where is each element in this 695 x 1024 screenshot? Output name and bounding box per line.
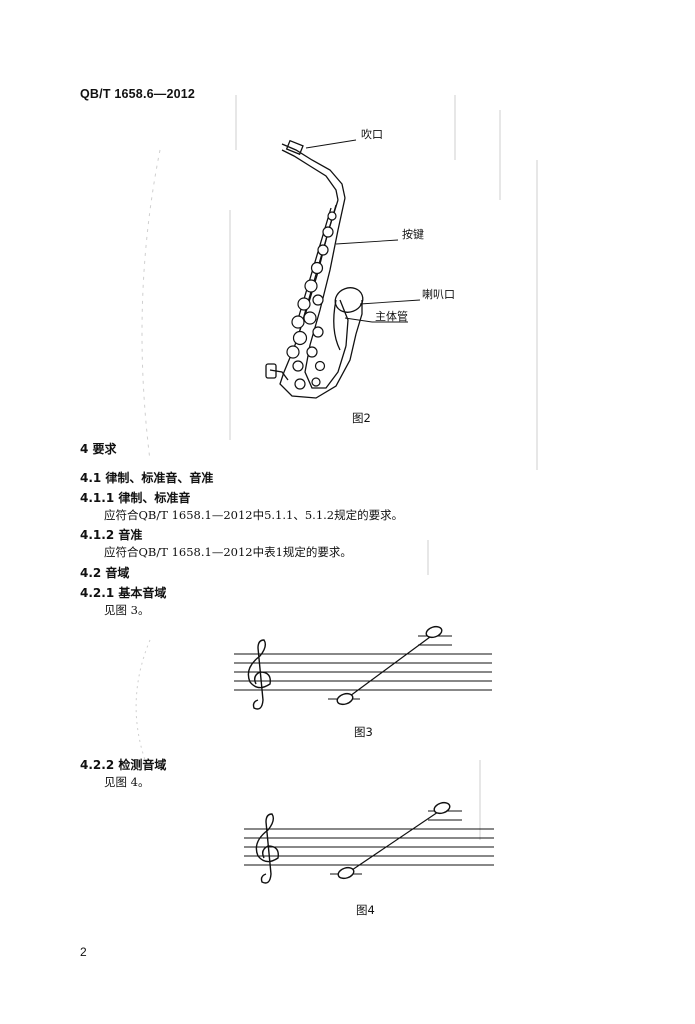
- section-4-2-1-text: 见图 3。: [104, 603, 150, 617]
- standard-header: QB/T 1658.6—2012: [80, 87, 196, 101]
- label-mouthpiece: 吹口: [361, 128, 383, 141]
- section-4-1-1-text: 应符合QB/T 1658.1—2012中5.1.1、5.1.2规定的要求。: [104, 508, 404, 522]
- section-4-1-2-text: 应符合QB/T 1658.1—2012中表1规定的要求。: [104, 545, 352, 559]
- figure2-caption: 图2: [352, 411, 371, 425]
- section-4-2-1-heading: 4.2.1 基本音域: [80, 586, 167, 600]
- section-4-2-heading: 4.2 音域: [80, 566, 130, 580]
- section-4-heading: 4 要求: [80, 442, 117, 456]
- section-4-1-1-heading: 4.1.1 律制、标准音: [80, 491, 191, 505]
- label-keys: 按键: [402, 228, 424, 241]
- section-4-2-2-text: 见图 4。: [104, 775, 150, 789]
- label-bell: 喇叭口: [422, 288, 455, 301]
- section-4-1-2-heading: 4.1.2 音准: [80, 528, 143, 542]
- section-4-2-2-heading: 4.2.2 检测音域: [80, 758, 167, 772]
- page-number: 2: [80, 945, 87, 959]
- label-body-tube: 主体管: [375, 310, 408, 323]
- figure3-caption: 图3: [354, 725, 373, 739]
- figure4-caption: 图4: [356, 903, 375, 917]
- section-4-1-heading: 4.1 律制、标准音、音准: [80, 471, 214, 485]
